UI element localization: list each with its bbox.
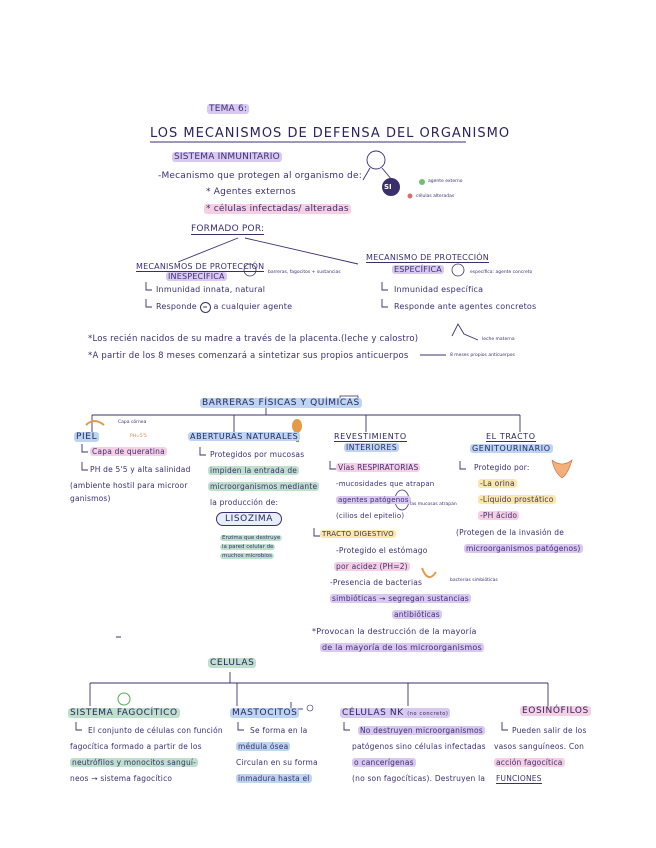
genito-l3: microorganismos patógenos) (464, 544, 583, 553)
vias-heading: Vías RESPIRATORIAS (336, 463, 421, 472)
inespecifica-heading2: INESPECÍFICA (166, 272, 227, 281)
page-title: LOS MECANISMOS DE DEFENSA DEL ORGANISMO (150, 126, 511, 141)
formado-label: FORMADO POR: (191, 224, 265, 235)
piel-l4: ganismos) (70, 494, 111, 503)
inespecifica-heading1: MECANISMOS DE PROTECCIÓN (136, 262, 265, 272)
sistema-line1: -Mecanismo que protegen al organismo de: (158, 171, 362, 181)
mastocitos-l4: inmadura hasta el (236, 774, 312, 783)
fagocitico-l3: neutrófilos y monocitos sanguí- (70, 758, 199, 767)
mastocitos-l1: Se forma en la (250, 726, 308, 735)
si-note1: agente externo (428, 179, 463, 184)
fagocitico-l4: neos → sistema fagocítico (70, 774, 173, 783)
eosinofilos-l2: vasos sanguíneos. Con (494, 742, 585, 751)
equal-badge-icon: = (199, 302, 211, 313)
especifica-note: específica: agente concreto (470, 270, 533, 275)
eosinofilos-heading: EOSINÓFILOS (520, 706, 591, 716)
aberturas-heading: ABERTURAS NATURALES (188, 432, 301, 441)
tracto-side: bacterias simbióticas (450, 578, 498, 583)
lisozima-label: LISOZIMA (216, 512, 283, 526)
inespecifica-line2: Responde = a cualquier agente (156, 302, 293, 313)
celulas-heading: CELULAS (208, 658, 257, 668)
genito-l1: Protegido por: (474, 463, 530, 472)
especifica-heading1: MECANISMO DE PROTECCIÓN (366, 253, 489, 263)
revestimiento-heading2: INTERIORES (344, 443, 400, 452)
genito-i1: -La orina (478, 479, 517, 488)
note-8-meses-side: 8 meses propios anticuerpos (450, 353, 515, 358)
vias-side: las mucosas atrapan (410, 502, 457, 507)
tracto-l3: -Presencia de bacterias (330, 578, 423, 587)
mastocitos-l2: médula ósea (236, 742, 291, 751)
especifica-line1: Inmunidad específica (394, 285, 484, 294)
tracto-l1: -Protegido el estómago (336, 546, 428, 555)
especifica-heading2: ESPECÍFICA (392, 265, 444, 274)
piel-l3: (ambiente hostil para microor (70, 481, 188, 490)
revestimiento-note2: de la mayoría de los microorganismos (320, 643, 484, 652)
inespecifica-line1: Inmunidad innata, natural (156, 285, 266, 294)
tracto-l4: simbióticas → segregan sustancias (330, 594, 471, 603)
fagocitico-l1: El conjunto de células con función (88, 726, 223, 735)
tracto-l5: antibióticas (392, 610, 442, 619)
barreras-heading: BARRERAS FÍSICAS Y QUÍMICAS (200, 398, 362, 408)
aberturas-l3: microorganismos mediante (208, 482, 320, 491)
aberturas-l1: Protegidos por mucosas (210, 450, 305, 459)
eosinofilos-l3: acción fagocítica (494, 758, 565, 767)
nk-l3: o cancerígenas (352, 758, 416, 767)
vias-l1: -mucosidades que atrapan (336, 480, 435, 488)
note-8-meses: *A partir de los 8 meses comenzará a sin… (88, 351, 409, 361)
piel-tag2: PH=5'5 (130, 434, 147, 439)
nk-l4: (no son fagocíticas). Destruyen la (352, 774, 486, 783)
tema-label: TEMA 6: (207, 104, 250, 114)
si-note2: células alteradas (416, 194, 455, 199)
genito-heading1: EL TRACTO (486, 432, 536, 442)
lisozima-e1: Enzima que destruye (220, 535, 283, 541)
piel-l1: Capa de queratina (90, 447, 167, 456)
aberturas-l2: impiden la entrada de (208, 466, 300, 475)
mastocitos-heading: MASTOCITOS (230, 708, 300, 718)
lisozima-e3: muchos microbios (220, 553, 274, 559)
genito-l2: (Protegen de la invasión de (456, 528, 565, 537)
inespecifica-note: barreras, fagocitos + sustancias (268, 270, 341, 275)
revestimiento-heading1: REVESTIMIENTO (334, 432, 407, 442)
genito-i3: -PH ácido (478, 511, 520, 520)
vias-l3: (cilios del epitelio) (336, 512, 405, 520)
fagocitico-l2: fagocítica formado a partir de los (70, 742, 202, 751)
fagocitico-heading: SISTEMA FAGOCÍTICO (68, 708, 180, 718)
note-leche-side: leche materna (482, 337, 515, 342)
tracto-l2: por acidez (PH=2) (334, 562, 410, 571)
sistema-item2: * células infectadas/ alteradas (204, 204, 351, 214)
si-label: SI (384, 183, 392, 191)
genito-i2: -Líquido prostático (478, 495, 556, 504)
eosinofilos-l1: Pueden salir de los (512, 726, 587, 735)
aberturas-l4: la producción de: (210, 498, 279, 507)
piel-tag1: Capa córnea (118, 420, 147, 425)
sistema-heading: SISTEMA INMUNITARIO (172, 152, 282, 162)
vias-l2: agentes patógenos (336, 496, 411, 504)
revestimiento-note1: *Provocan la destrucción de la mayoría (312, 627, 477, 636)
tracto-heading: TRACTO DIGESTIVO (320, 530, 396, 538)
mastocitos-l3: Circulan en su forma (236, 758, 318, 767)
nk-l1: No destruyen microorganismos (358, 726, 485, 735)
piel-heading: PIEL (74, 432, 100, 442)
note-recien-nacidos: *Los recién nacidos de su madre a través… (88, 334, 419, 344)
sistema-item1: * Agentes externos (206, 187, 296, 197)
especifica-line2: Responde ante agentes concretos (394, 302, 537, 311)
genito-heading2: GENITOURINARIO (470, 444, 553, 453)
eosinofilos-l4: FUNCIONES (496, 774, 542, 784)
piel-l2: PH de 5'5 y alta salinidad (90, 465, 191, 474)
nk-heading: CÉLULAS NK (no concreto) (340, 708, 451, 718)
nk-l2: patógenos sino células infectadas (352, 742, 486, 751)
lisozima-e2: la pared celular de (220, 544, 276, 550)
